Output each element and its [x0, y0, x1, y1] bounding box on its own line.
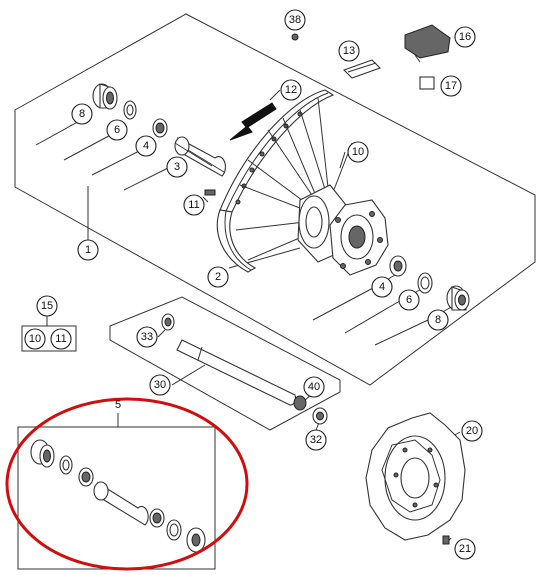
rim — [216, 89, 335, 273]
svg-text:13: 13 — [343, 45, 355, 57]
wheel-assembly-frame — [14, 13, 536, 386]
callout-33[interactable]: 33 — [136, 326, 158, 348]
callout-30[interactable]: 30 — [149, 374, 171, 396]
leader-30 — [171, 364, 206, 386]
leader-10a — [339, 151, 346, 169]
leader-11a — [202, 196, 209, 203]
svg-text:40: 40 — [308, 381, 320, 393]
bearing-kit-parts — [30, 439, 206, 553]
callout-6[interactable]: 6 — [106, 119, 128, 141]
svg-text:17: 17 — [445, 80, 457, 92]
callout-16[interactable]: 16 — [454, 26, 476, 48]
disc-screw — [442, 535, 450, 545]
valve-assembly — [404, 24, 451, 90]
callout-17[interactable]: 17 — [440, 75, 462, 97]
callout-10-kit[interactable]: 10 — [24, 328, 46, 350]
callout-13[interactable]: 13 — [338, 40, 360, 62]
callout-20[interactable]: 20 — [461, 420, 483, 442]
callout-4[interactable]: 4 — [135, 135, 157, 157]
callout-11[interactable]: 11 — [183, 194, 205, 216]
svg-text:16: 16 — [459, 31, 471, 43]
svg-text:6: 6 — [406, 294, 412, 306]
svg-text:4: 4 — [143, 140, 149, 152]
nipple-part — [204, 189, 216, 196]
hub — [297, 184, 389, 276]
callout-40[interactable]: 40 — [303, 376, 325, 398]
leader-4b — [312, 287, 374, 321]
callout-4-right[interactable]: 4 — [371, 276, 393, 298]
svg-text:20: 20 — [466, 425, 478, 437]
callout-10[interactable]: 10 — [347, 141, 369, 163]
rotation-arrow — [229, 102, 277, 141]
leader-33 — [157, 329, 166, 338]
brake-disc — [365, 412, 466, 541]
svg-text:8: 8 — [79, 108, 85, 120]
svg-text:10: 10 — [29, 333, 41, 345]
highlight-ring — [5, 397, 249, 571]
svg-text:5: 5 — [115, 399, 121, 411]
callout-8[interactable]: 8 — [71, 103, 93, 125]
leader-12 — [269, 89, 281, 101]
svg-text:32: 32 — [310, 434, 322, 446]
svg-text:21: 21 — [459, 543, 471, 555]
callout-12[interactable]: 12 — [280, 79, 302, 101]
spoke-kit-box — [21, 325, 77, 352]
callout-15[interactable]: 15 — [36, 295, 58, 317]
axle-group-frame — [109, 296, 341, 431]
callout-3[interactable]: 3 — [166, 156, 188, 178]
leader-3 — [123, 166, 171, 191]
callout-8-right[interactable]: 8 — [427, 309, 449, 331]
callout-1[interactable]: 1 — [77, 239, 99, 261]
svg-text:11: 11 — [55, 333, 66, 345]
callout-5[interactable]: 5 — [115, 399, 121, 411]
axle-parts — [161, 313, 328, 425]
callout-32[interactable]: 32 — [305, 429, 327, 451]
svg-text:1: 1 — [85, 244, 91, 256]
svg-text:4: 4 — [379, 281, 385, 293]
callout-6-right[interactable]: 6 — [398, 289, 420, 311]
svg-text:3: 3 — [174, 161, 180, 173]
callout-11-kit[interactable]: 11 — [50, 328, 72, 350]
lower-right-bearing-stack — [389, 255, 470, 311]
callout-2[interactable]: 2 — [207, 266, 229, 288]
svg-text:2: 2 — [215, 271, 221, 283]
callout-38[interactable]: 38 — [284, 9, 306, 31]
svg-text:6: 6 — [114, 124, 120, 136]
svg-text:33: 33 — [141, 331, 153, 343]
svg-text:11: 11 — [188, 199, 199, 211]
leader-8b — [374, 319, 429, 346]
part-38-ball — [291, 33, 299, 41]
svg-text:15: 15 — [41, 300, 53, 312]
callout-21[interactable]: 21 — [454, 538, 476, 560]
svg-text:12: 12 — [285, 84, 297, 96]
leader-6b — [344, 301, 399, 334]
svg-text:10: 10 — [352, 146, 364, 158]
rim-tape — [342, 59, 382, 79]
svg-text:38: 38 — [289, 14, 301, 26]
svg-text:30: 30 — [154, 379, 166, 391]
svg-text:8: 8 — [435, 314, 441, 326]
upper-left-bearing-stack — [92, 83, 226, 177]
